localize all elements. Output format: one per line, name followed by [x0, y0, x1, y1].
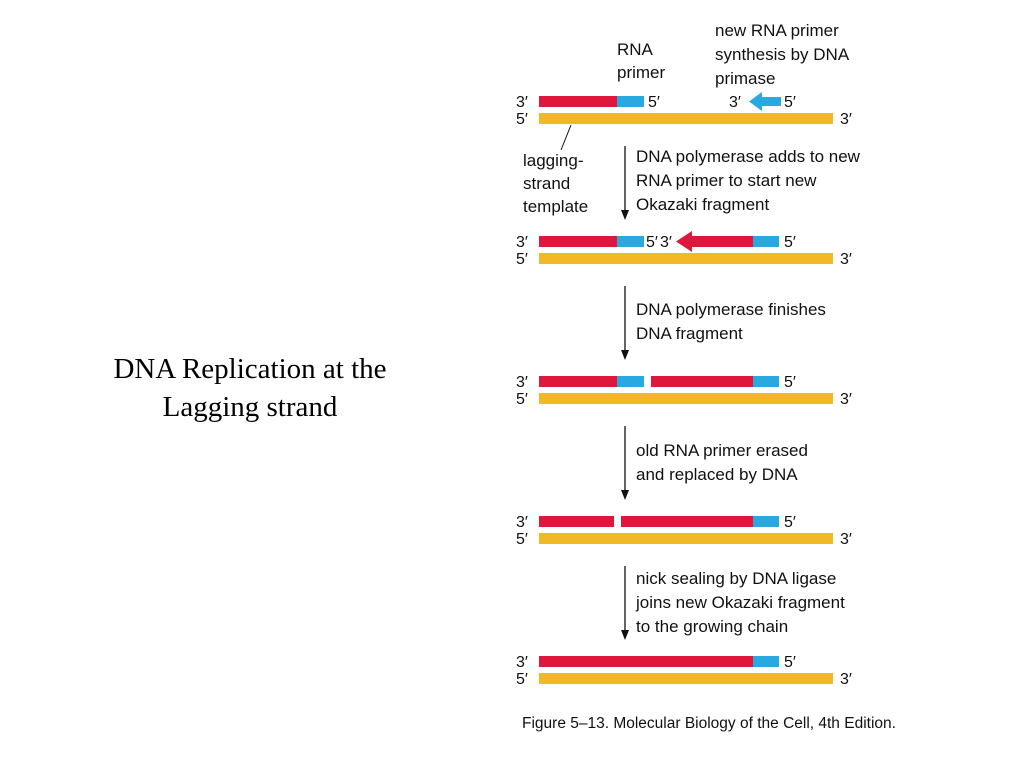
row-1-new-primer-end: 5′: [784, 94, 796, 111]
row-1-bottom-left-end: 5′: [516, 111, 528, 128]
row-5-bottom-left-end: 5′: [516, 671, 528, 688]
step-4-arrow-head: [621, 630, 629, 640]
step-3-arrow-head: [621, 490, 629, 500]
template-label-line-2: strand: [523, 174, 570, 193]
step-2-text-line-2: DNA fragment: [636, 324, 743, 343]
row-1-new-primer-start: 3′: [729, 94, 741, 111]
template-strand: [539, 393, 833, 404]
step-4-text-line-1: nick sealing by DNA ligase: [636, 569, 836, 588]
step-1-text-line-3: Okazaki fragment: [636, 195, 769, 214]
template-strand: [539, 673, 833, 684]
row-4-new-primer-end: 5′: [784, 514, 796, 531]
old-rna-primer: [617, 96, 644, 107]
row-2-new-fragment-start: 3′: [660, 234, 672, 251]
step-1-text-line-1: DNA polymerase adds to new: [636, 147, 861, 166]
new-rna-primer-arrow: [749, 92, 781, 111]
row-2-bottom-left-end: 5′: [516, 251, 528, 268]
template-strand: [539, 113, 833, 124]
step-1-text-line-2: RNA primer to start new: [636, 171, 817, 190]
new-rna-primer: [753, 516, 779, 527]
step-2: DNA polymerase finishes DNA fragment: [621, 286, 826, 360]
step-3-text-line-2: and replaced by DNA: [636, 465, 798, 484]
template-label-line-3: template: [523, 197, 588, 216]
new-rna-primer: [753, 236, 779, 247]
row-5-top-left-end: 3′: [516, 654, 528, 671]
row-4-bottom-right-end: 3′: [840, 531, 852, 548]
row-5: 3′ 5′ 5′ 3′: [516, 654, 852, 688]
sealed-dna-chain: [539, 656, 753, 667]
row-3-top-left-end: 3′: [516, 374, 528, 391]
step-2-arrow-head: [621, 350, 629, 360]
new-rna-primer: [753, 376, 779, 387]
row-2: 3′ 5′ 3′ 5′ 5′ 3′: [516, 231, 852, 268]
new-primer-label: new RNA primer synthesis by DNA primase: [715, 21, 850, 88]
lagging-strand-template-label: lagging- strand template: [523, 151, 588, 216]
okazaki-fragment: [539, 516, 614, 527]
rna-primer-label-line-1: RNA: [617, 40, 654, 59]
old-rna-primer: [617, 376, 644, 387]
template-strand: [539, 533, 833, 544]
row-4-top-left-end: 3′: [516, 514, 528, 531]
slide-title-line-2: Lagging strand: [162, 391, 338, 423]
row-1-primer-end: 5′: [648, 94, 660, 111]
row-3-bottom-left-end: 5′: [516, 391, 528, 408]
row-2-primer-end: 5′: [646, 234, 658, 251]
step-1-arrow-head: [621, 210, 629, 220]
new-okazaki-fragment: [621, 516, 753, 527]
row-1: 3′ 5′ 3′ 5′ 5′ 3′: [516, 92, 852, 128]
slide-title: DNA Replication at the Lagging strand: [60, 350, 440, 426]
step-3: old RNA primer erased and replaced by DN…: [621, 426, 808, 500]
rna-primer-label-line-2: primer: [617, 63, 666, 82]
figure-caption: Figure 5–13. Molecular Biology of the Ce…: [522, 715, 896, 732]
step-2-text-line-1: DNA polymerase finishes: [636, 300, 826, 319]
new-okazaki-fragment: [651, 376, 753, 387]
row-4: 3′ 5′ 5′ 3′: [516, 514, 852, 548]
row-3: 3′ 5′ 5′ 3′: [516, 374, 852, 408]
okazaki-fragment: [539, 376, 617, 387]
row-2-top-left-end: 3′: [516, 234, 528, 251]
step-1: DNA polymerase adds to new RNA primer to…: [621, 146, 861, 220]
template-pointer-line: [560, 124, 572, 151]
step-4-text-line-3: to the growing chain: [636, 617, 788, 636]
row-3-bottom-right-end: 3′: [840, 391, 852, 408]
slide-title-line-1: DNA Replication at the: [113, 353, 387, 385]
okazaki-fragment: [539, 96, 617, 107]
new-primer-label-line-2: synthesis by DNA: [715, 45, 850, 64]
old-rna-primer: [617, 236, 644, 247]
step-3-text-line-1: old RNA primer erased: [636, 441, 808, 460]
row-5-bottom-right-end: 3′: [840, 671, 852, 688]
new-primer-label-line-1: new RNA primer: [715, 21, 839, 40]
step-4: nick sealing by DNA ligase joins new Oka…: [621, 566, 845, 640]
row-1-bottom-right-end: 3′: [840, 111, 852, 128]
rna-primer-label: RNA primer: [617, 40, 666, 82]
okazaki-fragment: [539, 236, 617, 247]
row-2-new-primer-end: 5′: [784, 234, 796, 251]
row-1-top-left-end: 3′: [516, 94, 528, 111]
template-strand: [539, 253, 833, 264]
row-3-new-primer-end: 5′: [784, 374, 796, 391]
template-label-line-1: lagging-: [523, 151, 584, 170]
row-4-bottom-left-end: 5′: [516, 531, 528, 548]
row-2-bottom-right-end: 3′: [840, 251, 852, 268]
growing-okazaki-fragment-arrow: [676, 231, 753, 252]
step-4-text-line-2: joins new Okazaki fragment: [635, 593, 845, 612]
new-rna-primer: [753, 656, 779, 667]
new-primer-label-line-3: primase: [715, 69, 775, 88]
row-5-new-primer-end: 5′: [784, 654, 796, 671]
